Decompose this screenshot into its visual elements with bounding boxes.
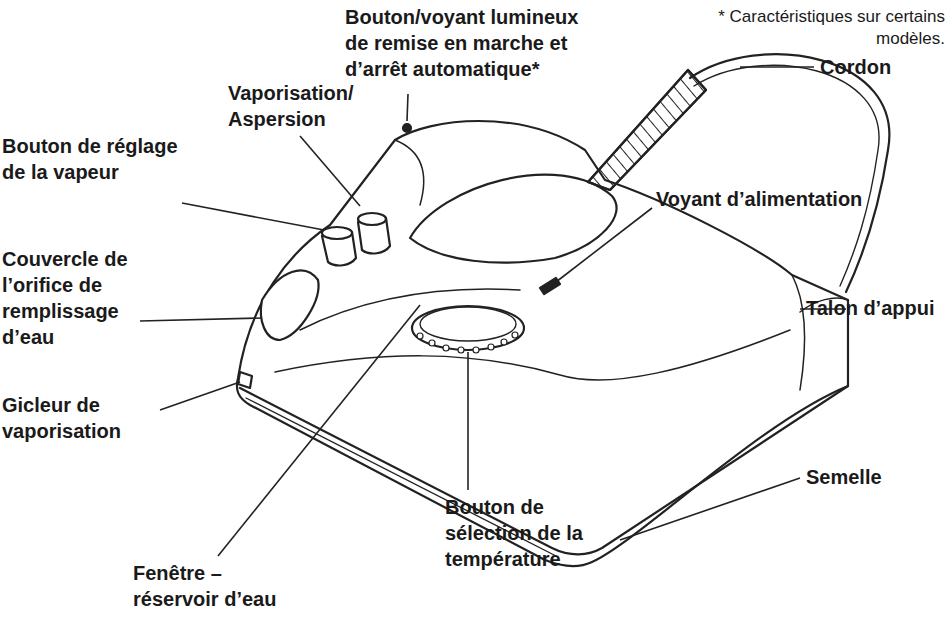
handle-opening [410,175,617,263]
part-label: Semelle [806,464,936,490]
part-label: Vaporisation/ Aspersion [228,80,368,132]
part-label: Couvercle de l’orifice de remplissage d’… [2,246,142,350]
part-label: Bouton/voyant lumineux de remise en marc… [345,4,605,82]
part-label: Bouton de réglage de la vapeur [2,133,192,185]
fill-cover [261,270,319,340]
part-label: Bouton de sélection de la température [445,494,610,572]
part-label: Gicleur de vaporisation [2,392,152,444]
leader-lines [140,67,846,556]
cord-grip [588,70,706,190]
auto-off-light [403,124,411,132]
temperature-dial [412,306,524,350]
spray-nozzle [238,372,252,388]
part-label: Fenêtre – réservoir d’eau [133,560,313,612]
part-label: Cordon [820,54,940,80]
part-label: Talon d’appui [806,295,946,321]
part-label: Voyant d’alimentation [656,186,896,212]
footnote: * Caractéristiques sur certains modèles. [700,6,945,50]
